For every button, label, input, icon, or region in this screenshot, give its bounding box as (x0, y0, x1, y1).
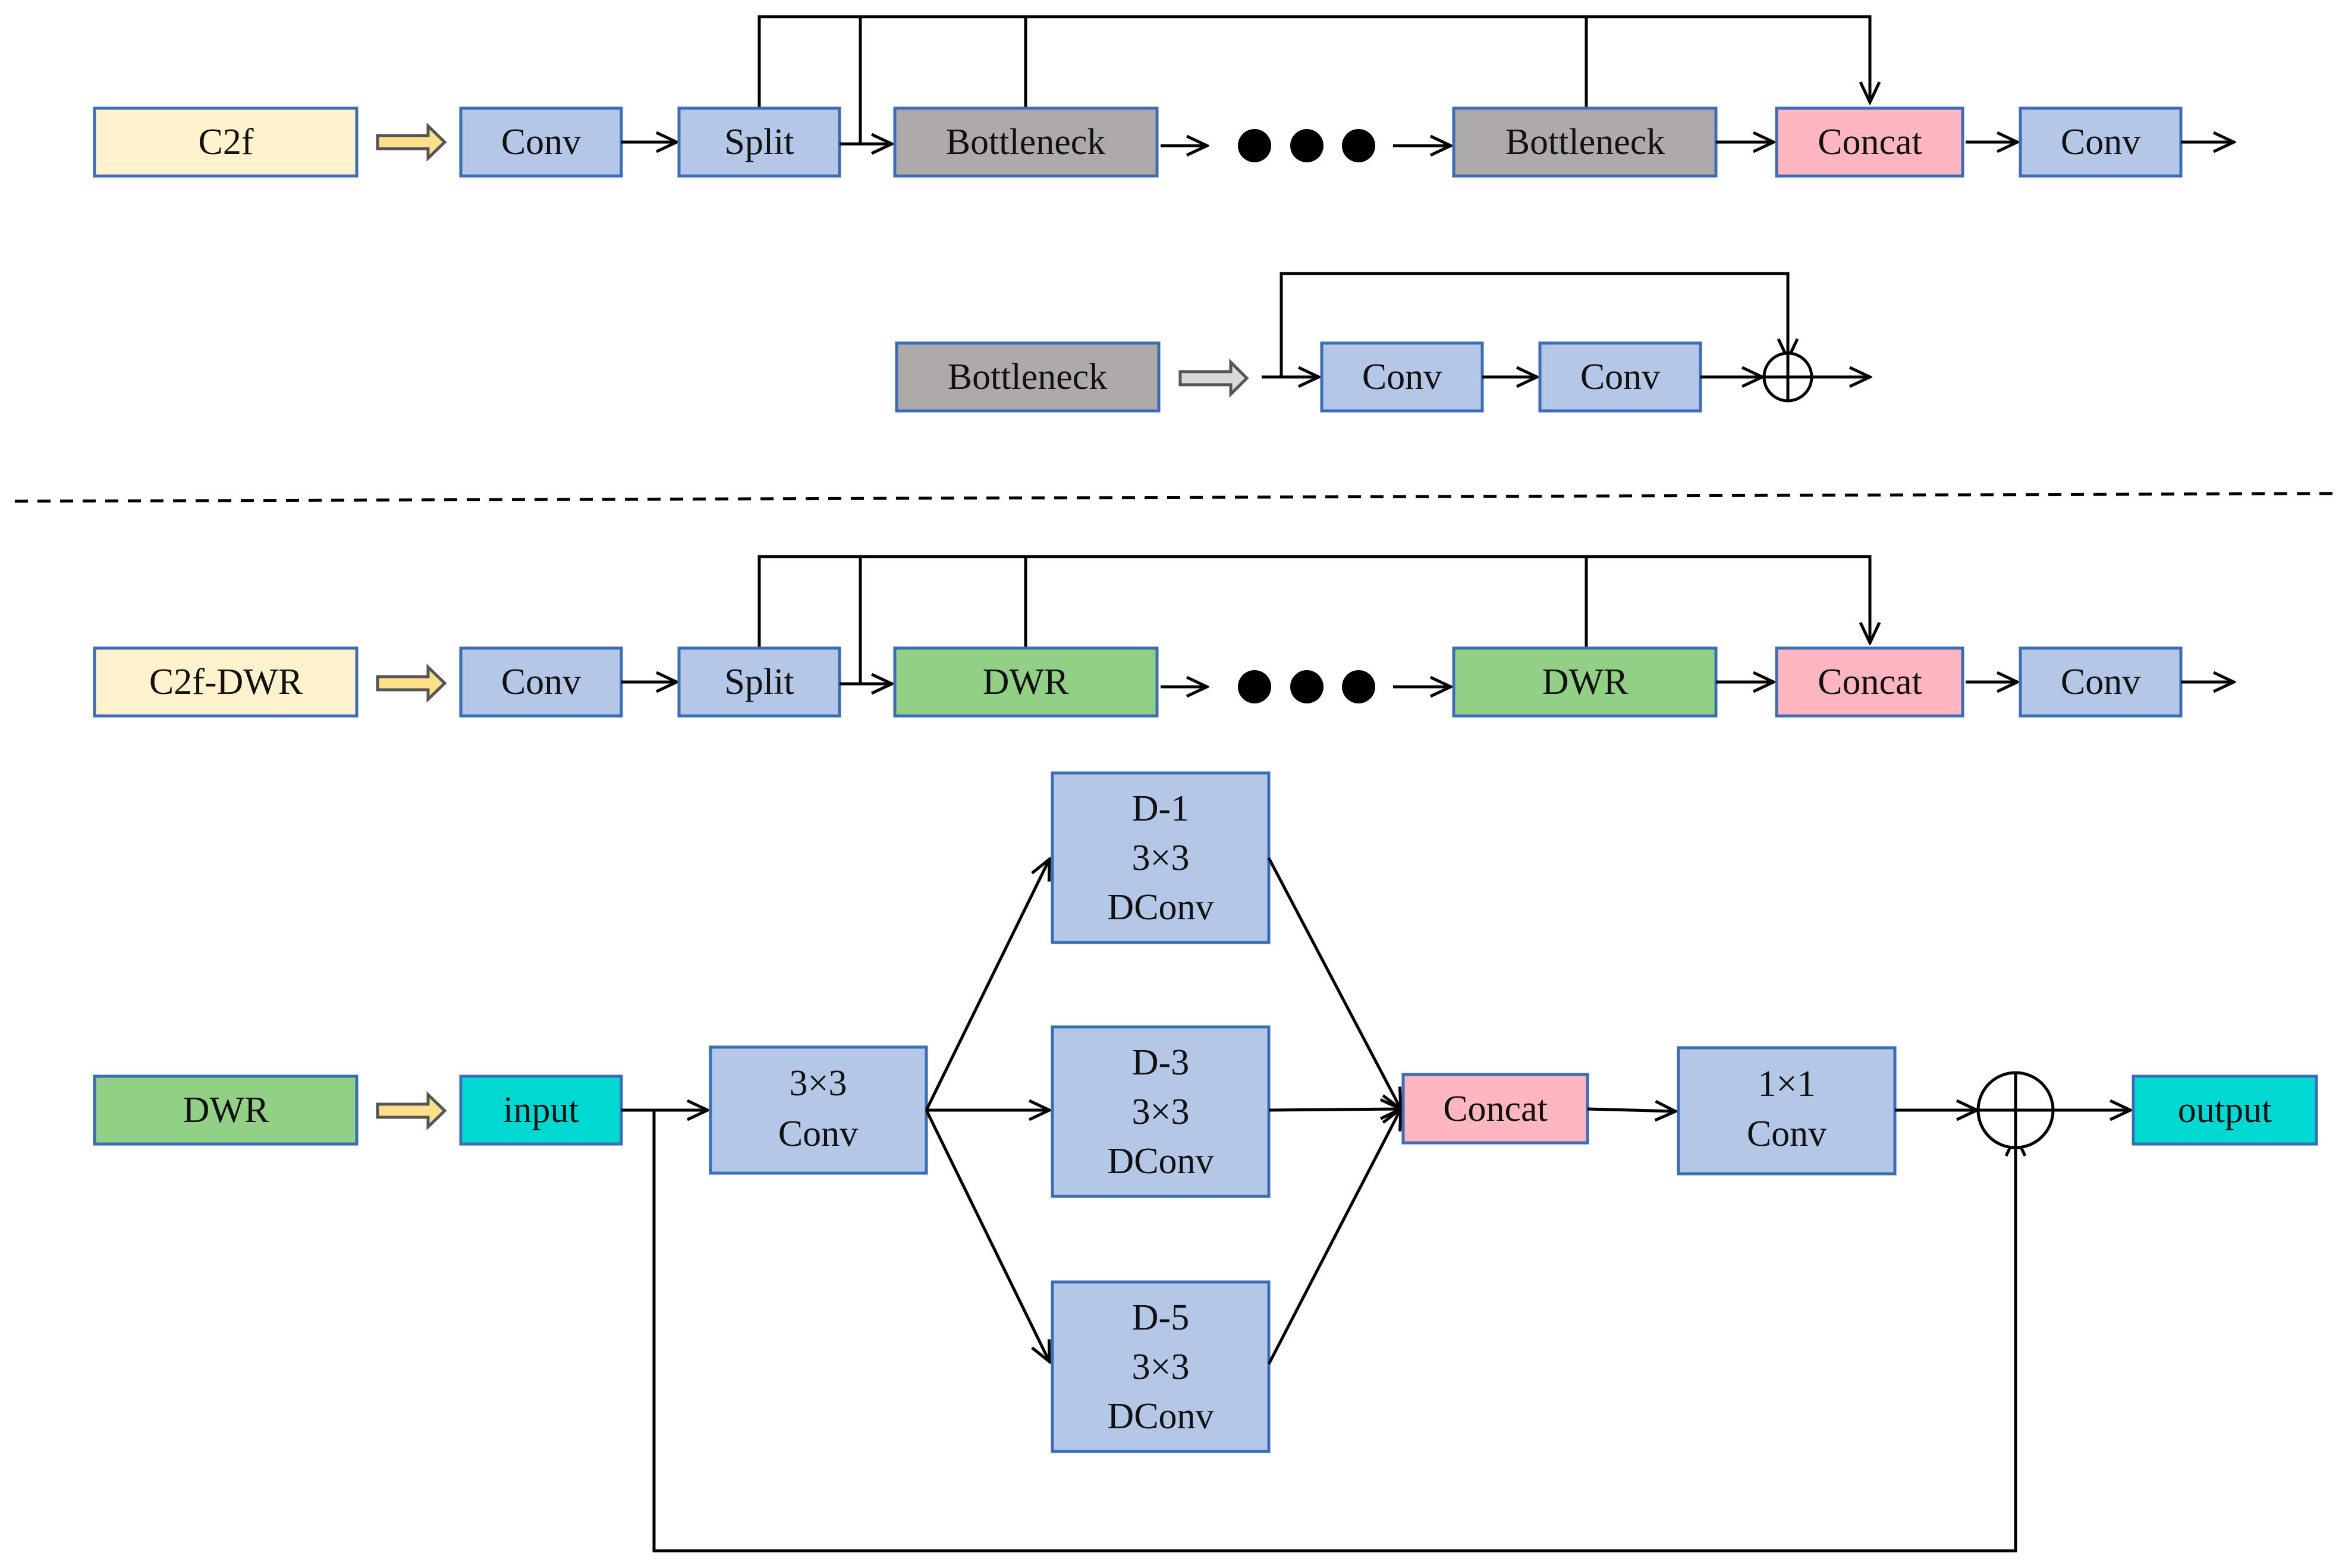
c2fdwr-dwr1-label: DWR (983, 662, 1069, 702)
dwr-conv1x1-line2: Conv (1747, 1114, 1827, 1154)
dwr-d3-line2: 3×3 (1132, 1092, 1190, 1132)
c2f-hollow-arrow (376, 122, 447, 162)
dwr-output-label: output (2178, 1090, 2272, 1130)
dwr-d1-line3: DConv (1107, 887, 1214, 928)
dwr-conv3x3-line1: 3×3 (790, 1063, 847, 1104)
c2f-bottleneck1-box (893, 106, 1159, 178)
c2fdwr-concat-label: Concat (1818, 662, 1922, 702)
c2f-bottleneck2-label: Bottleneck (1505, 122, 1665, 162)
dwr-output-box (2132, 1074, 2318, 1146)
c2fdwr-hollow-arrow (376, 664, 447, 703)
dwr-d3-box (1051, 1025, 1271, 1198)
c2f-concat-label: Concat (1818, 122, 1922, 162)
dwr-d5-line2: 3×3 (1132, 1347, 1190, 1387)
c2f-ellipsis-dot-2 (1290, 129, 1324, 162)
c2fdwr-split-box (677, 646, 841, 718)
dwr-title-box (93, 1074, 359, 1146)
c2fdwr-conv1-box (459, 646, 623, 718)
c2f-ellipsis-dot-1 (1238, 129, 1271, 162)
dwr-arrow-concat-conv1x1 (1587, 1109, 1675, 1111)
c2f-dwr-section: C2f-DWR Conv Split DWR DWR Concat Conv (93, 555, 2234, 718)
dwr-d1-line1: D-1 (1132, 788, 1189, 829)
c2fdwr-split-label: Split (724, 662, 794, 702)
dwr-arrow-d3-concat (1268, 1109, 1401, 1110)
c2f-ellipsis-dot-3 (1342, 129, 1375, 162)
bottleneck-title-box (895, 341, 1161, 413)
c2f-bottleneck1-label: Bottleneck (946, 122, 1106, 162)
bottleneck-conv2-label: Conv (1580, 357, 1660, 397)
c2fdwr-concat-box (1775, 646, 1964, 718)
c2fdwr-ellipsis-dot-3 (1342, 670, 1375, 703)
c2f-section: C2f Conv Split Bottleneck Bottleneck Con… (93, 15, 2234, 178)
c2fdwr-ellipsis-dot-1 (1238, 670, 1271, 703)
c2fdwr-title-box (93, 646, 359, 718)
dwr-arrow-conv-d5 (925, 1109, 1049, 1362)
dwr-title-label: DWR (183, 1090, 269, 1130)
dwr-add-icon (1976, 1071, 2055, 1149)
c2f-conv2-box (2019, 106, 2183, 178)
c2f-skip-line-split (757, 15, 1870, 108)
bottleneck-conv1-box (1320, 341, 1484, 413)
bottleneck-hollow-arrow (1178, 358, 1249, 398)
bottleneck-title-label: Bottleneck (948, 357, 1108, 397)
dwr-arrow-d5-concat (1267, 1109, 1401, 1365)
c2f-conv1-box (459, 106, 623, 178)
dwr-d1-box (1051, 771, 1271, 944)
dwr-concat-box (1401, 1073, 1589, 1145)
dwr-d3-line3: DConv (1107, 1141, 1214, 1182)
c2fdwr-dwr2-label: DWR (1542, 662, 1629, 702)
c2f-bottleneck2-box (1452, 106, 1718, 178)
dwr-concat-label: Concat (1443, 1089, 1548, 1129)
section-divider (14, 492, 2334, 503)
dwr-d1-line2: 3×3 (1132, 838, 1190, 878)
c2f-title-label: C2f (199, 122, 254, 162)
dwr-input-box (459, 1074, 623, 1146)
bottleneck-conv1-label: Conv (1362, 357, 1442, 397)
bottleneck-section: Bottleneck Conv Conv (895, 272, 1870, 413)
bottleneck-add-icon (1762, 351, 1813, 403)
dwr-d5-line3: DConv (1107, 1396, 1214, 1437)
dwr-residual-line (652, 1110, 2016, 1553)
c2f-title-box (93, 106, 359, 178)
c2f-conv2-label: Conv (2061, 122, 2140, 162)
c2fdwr-conv2-label: Conv (2061, 662, 2140, 702)
dwr-conv3x3-line2: Conv (778, 1114, 858, 1154)
dwr-d3-line1: D-3 (1132, 1042, 1189, 1083)
c2fdwr-ellipsis-dot-2 (1290, 670, 1324, 703)
c2fdwr-conv2-box (2019, 646, 2183, 718)
c2fdwr-conv1-label: Conv (501, 662, 581, 702)
bottleneck-residual-line (1280, 272, 1788, 377)
c2fdwr-dwr2-box (1452, 646, 1718, 718)
c2f-split-box (677, 106, 841, 178)
c2f-concat-box (1775, 106, 1964, 178)
dwr-arrow-d1-concat (1267, 857, 1401, 1109)
c2fdwr-skip-line-split (757, 555, 1870, 648)
dwr-d5-line1: D-5 (1132, 1297, 1189, 1338)
dwr-d5-box (1051, 1280, 1271, 1453)
c2f-conv1-label: Conv (501, 122, 581, 162)
dwr-conv3x3-box (709, 1045, 928, 1175)
c2fdwr-title-label: C2f-DWR (149, 662, 303, 702)
dwr-input-label: input (503, 1090, 579, 1130)
bottleneck-conv2-box (1538, 341, 1702, 413)
dwr-conv1x1-line1: 1×1 (1758, 1064, 1816, 1104)
dwr-section: DWR input 3×3 Conv D-1 3×3 DConv D-3 3×3… (93, 771, 2318, 1553)
dwr-hollow-arrow (376, 1091, 447, 1130)
c2fdwr-dwr1-box (893, 646, 1159, 718)
dwr-arrow-conv-d1 (925, 859, 1049, 1111)
c2f-split-label: Split (724, 122, 794, 162)
dwr-conv1x1-box (1677, 1046, 1897, 1176)
